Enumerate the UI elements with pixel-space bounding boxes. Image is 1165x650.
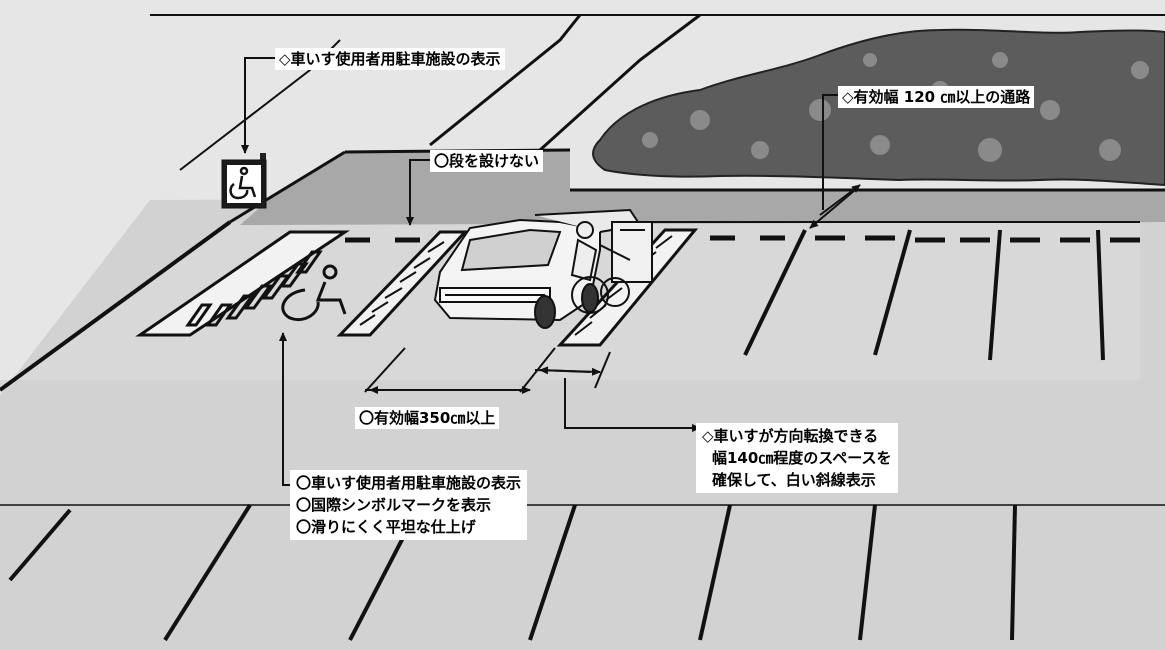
callout-turning-space: ◇車いすが方向転換できる 幅140㎝程度のスペースを 確保して、白い斜線表示 [696, 423, 898, 493]
callout-floor-line-3: 〇滑りにくく平坦な仕上げ [296, 518, 476, 536]
car-illustration [433, 208, 653, 329]
hatched-zone-left [135, 230, 350, 337]
lot-edge-left [0, 220, 232, 392]
hatched-zone-middle [336, 230, 469, 337]
callout-turning-line-3: 確保して、白い斜線表示 [712, 471, 876, 489]
wheelchair-floor-symbol [281, 264, 347, 321]
callout-no-step: 〇段を設けない [430, 150, 544, 172]
callout-turning-line-2: 幅140㎝程度のスペースを [712, 449, 892, 467]
wheelchair-sign [221, 153, 267, 209]
callout-floor-line-1: 〇車いす使用者用駐車施設の表示 [296, 474, 522, 492]
wheelchair-user-figure [570, 221, 631, 314]
road-line-2 [538, 13, 701, 152]
callout-floor-marking: 〇車いす使用者用駐車施設の表示 〇国際シンボルマークを表示 〇滑りにくく平坦な仕… [290, 470, 528, 540]
walkway-edge-left [229, 150, 346, 224]
curb-dash-line [345, 235, 1140, 243]
parking-stall-lines [743, 229, 1105, 361]
callout-stall-width: 〇有効幅350㎝以上 [355, 407, 500, 429]
road-line-1 [429, 14, 582, 147]
callout-aisle-width: ◇有効幅 120 ㎝以上の通路 [838, 86, 1035, 108]
hedge-texture [642, 52, 1149, 162]
callout-turning-line-1: ◇車いすが方向転換できる [702, 427, 879, 445]
wheelchair-sign-icon [229, 166, 257, 200]
callout-floor-line-2: 〇国際シンボルマークを表示 [296, 496, 492, 514]
callout-sign: ◇車いす使用者用駐車施設の表示 [275, 48, 505, 70]
leader-lines [241, 57, 861, 486]
